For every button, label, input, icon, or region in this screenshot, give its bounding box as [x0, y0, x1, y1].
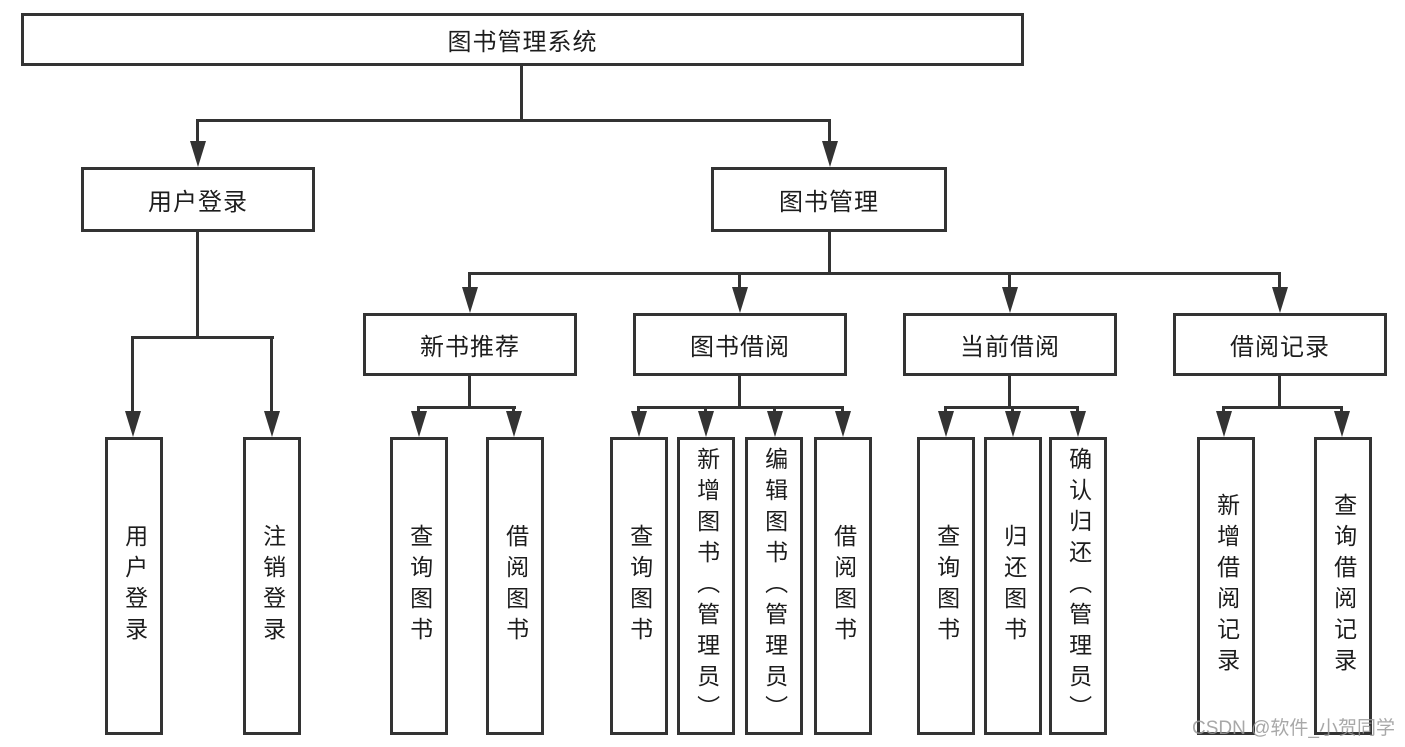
node-user-login-label: 用户登录	[148, 189, 248, 216]
connector-leaf-shaft	[1222, 406, 1225, 415]
connector-level3-bus	[469, 272, 1281, 275]
node-current-borrow-label: 当前借阅	[960, 334, 1060, 361]
arrow-down-icon	[938, 411, 954, 437]
node-root: 图书管理系统	[21, 13, 1024, 66]
connector-cb-vline	[1008, 376, 1011, 406]
connector-l3-shaft	[1008, 272, 1011, 289]
leaf-user-login-label: 用户登录	[121, 524, 148, 648]
leaf-cb-confirm-return-admin-label: 确认归还（管理员）	[1065, 446, 1092, 726]
arrow-down-icon	[1002, 287, 1018, 313]
connector-leaf-shaft	[131, 336, 134, 413]
connector-leaf-shaft	[773, 406, 776, 415]
connector-l3-shaft	[738, 272, 741, 289]
connector-leaf-shaft	[1076, 406, 1079, 415]
leaf-bb-add-books-admin: 新增图书（管理员）	[677, 437, 735, 735]
leaf-bb-edit-books-admin-label: 编辑图书（管理员）	[761, 446, 788, 726]
node-user-login: 用户登录	[81, 167, 315, 232]
arrow-down-icon	[411, 411, 427, 437]
arrow-down-icon	[506, 411, 522, 437]
arrow-down-icon	[1070, 411, 1086, 437]
leaf-br-add-record-label: 新增借阅记录	[1213, 493, 1240, 679]
connector-leaf-shaft	[1011, 406, 1014, 415]
arrow-down-icon	[462, 287, 478, 313]
connector-leaf-shaft	[270, 336, 273, 413]
leaf-nbr-query-books: 查询图书	[390, 437, 448, 735]
leaf-br-add-record: 新增借阅记录	[1197, 437, 1255, 735]
leaf-br-query-record: 查询借阅记录	[1314, 437, 1372, 735]
leaf-cb-return-books: 归还图书	[984, 437, 1042, 735]
connector-leaf-shaft	[841, 406, 844, 415]
connector-nbr-bus	[418, 406, 516, 409]
leaf-bb-query-books: 查询图书	[610, 437, 668, 735]
arrow-down-icon	[835, 411, 851, 437]
leaf-nbr-query-books-label: 查询图书	[406, 524, 433, 648]
leaf-bb-query-books-label: 查询图书	[626, 524, 653, 648]
leaf-user-login: 用户登录	[105, 437, 163, 735]
connector-user-login-bus	[132, 336, 274, 339]
connector-br-bus	[1223, 406, 1343, 409]
leaf-bb-add-books-admin-label: 新增图书（管理员）	[693, 446, 720, 726]
connector-bb-vline	[738, 376, 741, 406]
node-book-management: 图书管理	[711, 167, 947, 232]
arrow-down-icon	[125, 411, 141, 437]
leaf-nbr-borrow-books: 借阅图书	[486, 437, 544, 735]
node-borrow-records-label: 借阅记录	[1230, 334, 1330, 361]
leaf-cb-return-books-label: 归还图书	[1000, 524, 1027, 648]
node-book-borrow: 图书借阅	[633, 313, 847, 376]
connector-leaf-shaft	[944, 406, 947, 415]
connector-level2-bus	[197, 119, 831, 122]
connector-user-login-vline	[196, 232, 199, 336]
connector-leaf-shaft	[637, 406, 640, 415]
leaf-cb-query-books: 查询图书	[917, 437, 975, 735]
connector-l3-shaft	[1278, 272, 1281, 289]
arrow-down-icon	[631, 411, 647, 437]
connector-nbr-vline	[468, 376, 471, 406]
leaf-logout-label: 注销登录	[259, 524, 286, 648]
leaf-bb-borrow-books: 借阅图书	[814, 437, 872, 735]
arrow-down-icon	[767, 411, 783, 437]
node-new-book-recommend-label: 新书推荐	[420, 334, 520, 361]
arrow-down-icon	[1216, 411, 1232, 437]
arrow-down-icon	[1005, 411, 1021, 437]
arrow-down-icon	[264, 411, 280, 437]
node-book-management-label: 图书管理	[779, 189, 879, 216]
connector-l3-shaft	[468, 272, 471, 289]
node-book-borrow-label: 图书借阅	[690, 334, 790, 361]
connector-book-mgmt-vline	[828, 232, 831, 272]
connector-user-login-shaft	[196, 119, 199, 145]
node-new-book-recommend: 新书推荐	[363, 313, 577, 376]
leaf-logout: 注销登录	[243, 437, 301, 735]
leaf-bb-borrow-books-label: 借阅图书	[830, 524, 857, 648]
arrow-down-icon	[732, 287, 748, 313]
node-borrow-records: 借阅记录	[1173, 313, 1387, 376]
connector-leaf-shaft	[512, 406, 515, 415]
leaf-br-query-record-label: 查询借阅记录	[1330, 493, 1357, 679]
connector-leaf-shaft	[1340, 406, 1343, 415]
leaf-cb-confirm-return-admin: 确认归还（管理员）	[1049, 437, 1107, 735]
connector-book-mgmt-shaft	[828, 119, 831, 145]
arrow-down-icon	[1334, 411, 1350, 437]
arrow-down-icon	[1272, 287, 1288, 313]
connector-leaf-shaft	[704, 406, 707, 415]
arrow-down-icon	[822, 141, 838, 167]
connector-leaf-shaft	[417, 406, 420, 415]
arrow-down-icon	[190, 141, 206, 167]
connector-br-vline	[1278, 376, 1281, 406]
leaf-cb-query-books-label: 查询图书	[933, 524, 960, 648]
leaf-bb-edit-books-admin: 编辑图书（管理员）	[745, 437, 803, 735]
node-root-label: 图书管理系统	[447, 29, 598, 56]
connector-bb-bus	[638, 406, 844, 409]
csdn-watermark: CSDN @软件_小贺同学	[1192, 718, 1395, 739]
leaf-nbr-borrow-books-label: 借阅图书	[502, 524, 529, 648]
node-current-borrow: 当前借阅	[903, 313, 1117, 376]
arrow-down-icon	[698, 411, 714, 437]
connector-root-vline	[520, 66, 523, 119]
